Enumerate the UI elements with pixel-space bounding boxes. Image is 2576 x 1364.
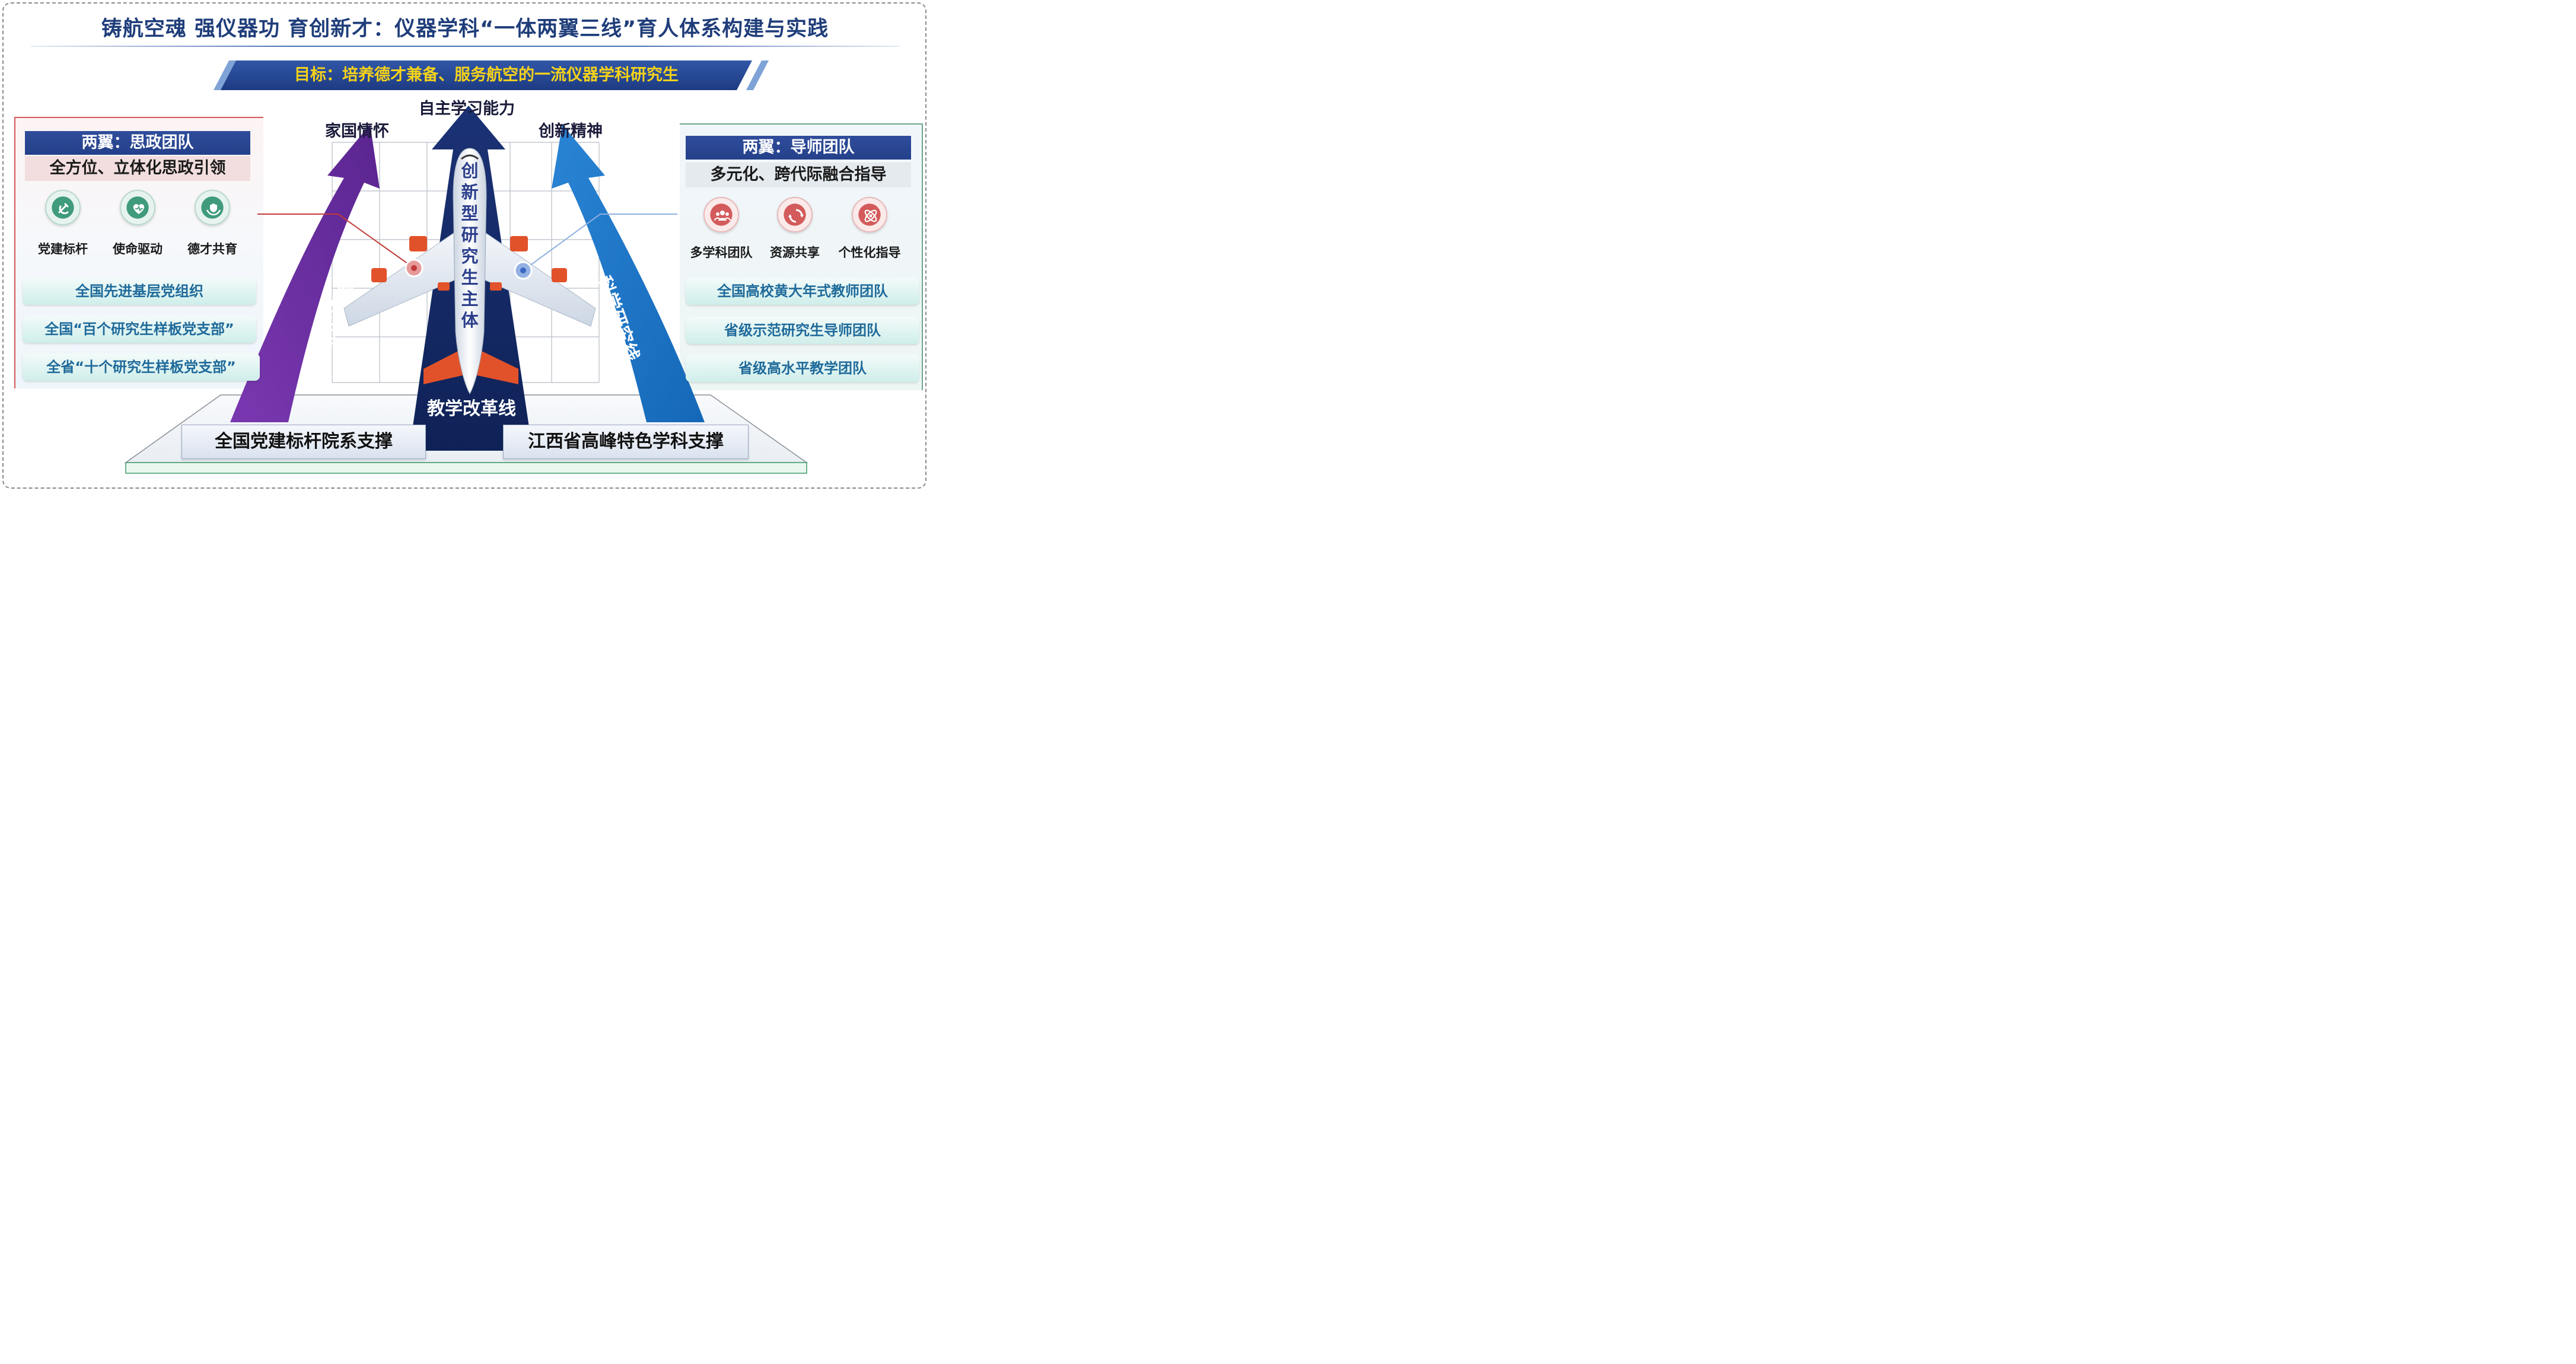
support-peak-discipline: 江西省高峰特色学科支撑 [503, 425, 749, 459]
icon-label-party: 党建标杆 [38, 242, 88, 256]
party-emblem-icon [45, 190, 81, 225]
goal-text: 目标：培养德才兼备、服务航空的一流仪器学科研究生 [294, 66, 679, 84]
line-teaching-reform: 教学改革线 [427, 399, 516, 419]
right-honor-1: 全国高校黄大年式教师团队 [686, 278, 919, 305]
right-wing-subtitle: 多元化、跨代际融合指导 [686, 162, 911, 187]
icon-label-mission: 使命驱动 [113, 242, 163, 256]
left-honor-1: 全国先进基层党组织 [23, 278, 256, 305]
label-patriotism: 家国情怀 [325, 122, 389, 141]
goal-banner [218, 60, 752, 90]
right-honor-2: 省级示范研究生导师团队 [686, 317, 919, 344]
airplane-graphic [343, 148, 596, 395]
title-divider [31, 46, 900, 47]
label-self-learning: 自主学习能力 [419, 100, 515, 118]
icon-label-virtue: 德才共育 [187, 242, 237, 256]
icon-label-team: 多学科团队 [690, 246, 753, 260]
left-wing-subtitle: 全方位、立体化思政引领 [25, 156, 250, 181]
care-hands-icon [195, 190, 230, 225]
left-honor-3: 全省“十个研究生样板党支部” [23, 353, 260, 381]
right-honor-3: 省级高水平教学团队 [686, 355, 919, 382]
team-icon [703, 197, 739, 232]
icon-label-share: 资源共享 [770, 246, 820, 260]
innovative-graduate-body: 创新型研究生主体 [461, 161, 479, 330]
outer-frame [2, 2, 926, 489]
support-party-building: 全国党建标杆院系支撑 [182, 425, 426, 459]
left-wing-title: 两翼：思政团队 [25, 131, 250, 155]
right-wing-title: 两翼：导师团队 [686, 136, 911, 160]
label-innovation: 创新精神 [539, 122, 603, 141]
page-title: 铸航空魂 强仪器功 育创新才：仪器学科“一体两翼三线”育人体系构建与实践 [101, 17, 829, 41]
left-honor-2: 全国“百个研究生样板党支部” [23, 315, 256, 343]
icon-label-guide: 个性化指导 [838, 246, 901, 260]
orbit-icon [852, 197, 887, 232]
recycle-icon [777, 197, 813, 232]
heart-hand-icon [120, 190, 155, 225]
